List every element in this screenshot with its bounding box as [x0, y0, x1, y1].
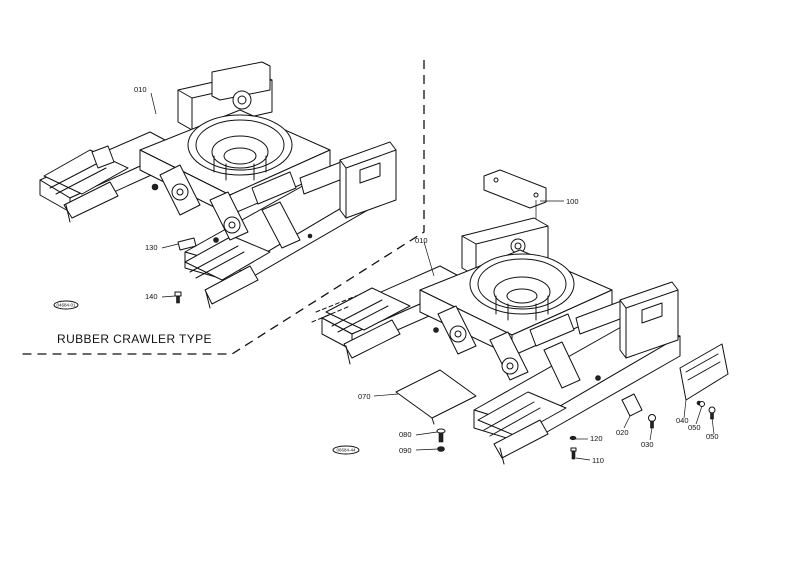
- part-100-plate: [483, 169, 547, 209]
- part-140-bolt: [174, 291, 182, 304]
- part-070-cover: [395, 369, 477, 419]
- callout-070: 070: [358, 392, 371, 401]
- section-divider: [20, 60, 425, 355]
- callout-050-a: 050: [688, 423, 701, 432]
- part-080-090-bolt: [436, 428, 446, 452]
- callout-050-b: 050: [706, 432, 719, 441]
- svg-text:04684-01: 04684-01: [56, 303, 76, 308]
- svg-text:06684-44: 06684-44: [336, 448, 356, 453]
- callout-110: 110: [592, 456, 604, 465]
- track-frame-steel-crawler: [311, 169, 729, 465]
- callout-030: 030: [641, 440, 654, 449]
- part-040-cover: [679, 343, 729, 401]
- callout-140: 140: [145, 292, 158, 301]
- part-020-plate: [621, 393, 643, 417]
- callout-010-a: 010: [134, 85, 147, 94]
- callout-010-b: 010: [415, 236, 428, 245]
- callout-100: 100: [566, 197, 579, 206]
- callout-080: 080: [399, 430, 412, 439]
- part-050-bolts: [699, 401, 716, 420]
- leader-lines: [150, 92, 715, 461]
- callout-020: 020: [616, 428, 629, 437]
- callout-090: 090: [399, 446, 412, 455]
- figure-tag-1: 04684-01: [53, 300, 79, 310]
- part-110-120-bolt: [569, 435, 577, 460]
- track-frame-rubber-crawler: [39, 61, 397, 309]
- callout-120: 120: [590, 434, 603, 443]
- callout-040: 040: [676, 416, 689, 425]
- callout-labels: 010 130 140 100 010 070 080 090 120 110 …: [134, 85, 719, 465]
- part-130: [177, 237, 197, 251]
- figure-tag-2: 06684-44: [332, 445, 360, 455]
- section-title: RUBBER CRAWLER TYPE: [57, 332, 212, 346]
- part-030-bolt: [648, 414, 656, 429]
- callout-130: 130: [145, 243, 158, 252]
